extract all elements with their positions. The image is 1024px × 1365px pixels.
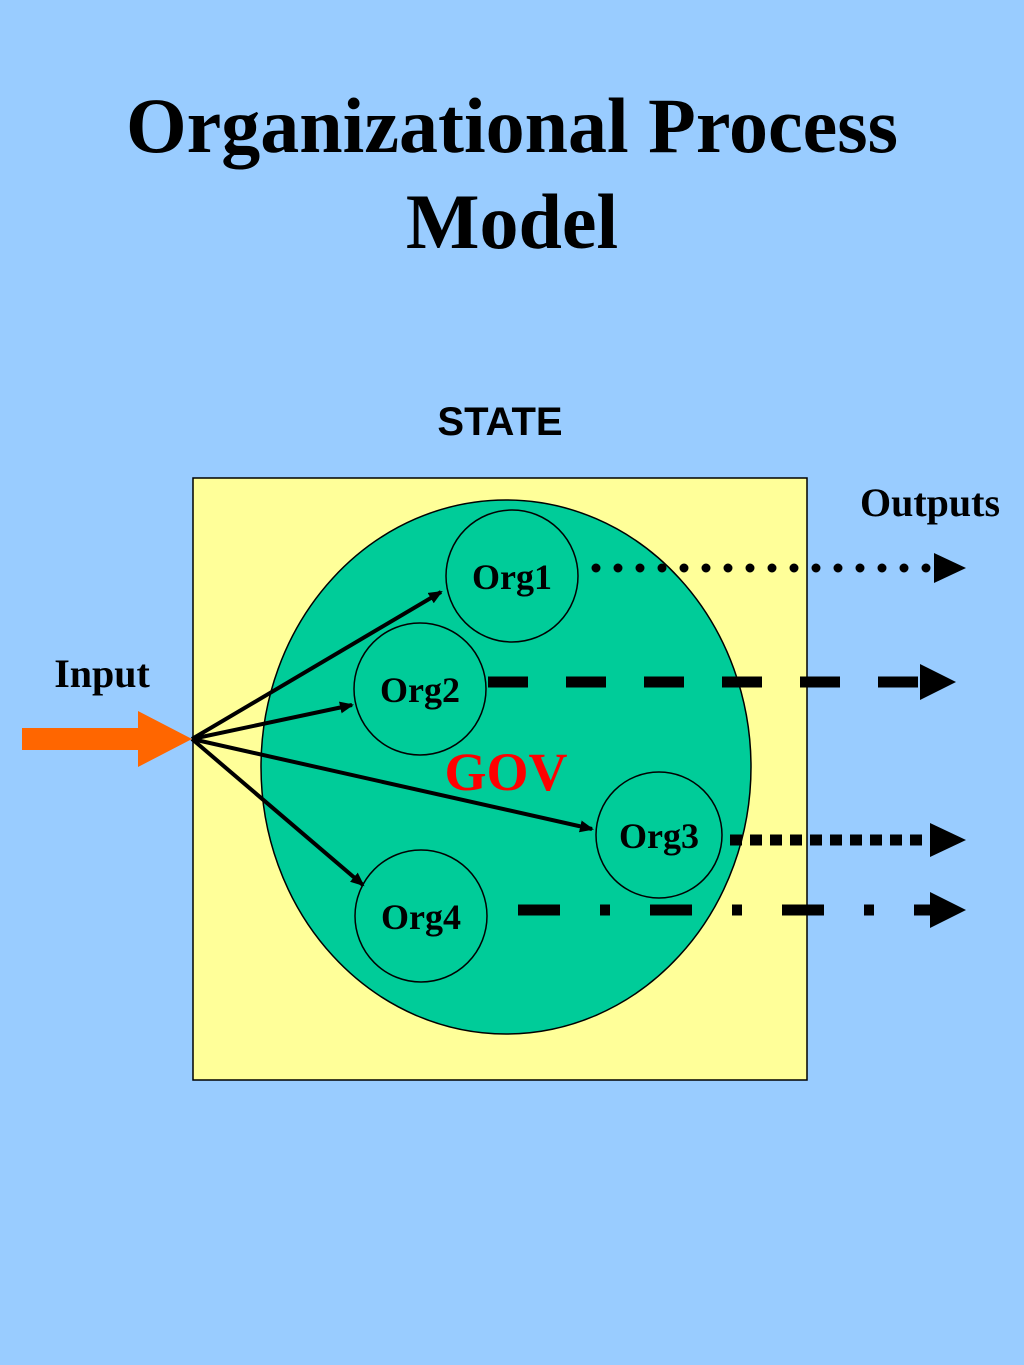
org4-output-arrowhead: [930, 892, 966, 928]
input-arrow: [22, 711, 192, 767]
org3-label: Org3: [619, 816, 699, 856]
input-to-org3-arrow: [191, 737, 594, 833]
org1-circle: [445, 509, 579, 643]
org-node: Org1: [445, 509, 579, 643]
org2-label: Org2: [380, 670, 460, 710]
input-label: Input: [54, 651, 150, 696]
slide-title: Organizational Process Model: [0, 78, 1024, 270]
org-node: Org2: [353, 622, 487, 756]
org3-circle: [595, 771, 723, 899]
state-label: STATE: [437, 400, 562, 444]
org4-circle: [354, 849, 488, 983]
org3-output-arrowhead: [930, 823, 966, 857]
gov-label: GOV: [444, 742, 567, 802]
org2-circle: [353, 622, 487, 756]
org-node: Org4: [354, 849, 488, 983]
input-to-org1-arrow: [190, 590, 443, 741]
slide-title-line-2: Model: [405, 178, 619, 265]
slide-title-line-1: Organizational Process: [126, 82, 898, 169]
input-to-org2-arrow: [191, 701, 354, 741]
org-node: Org3: [595, 771, 723, 899]
outputs-label: Outputs: [860, 480, 1000, 525]
org1-output-arrowhead: [934, 553, 966, 583]
org2-output-arrowhead: [920, 664, 956, 700]
input-to-org4-arrow: [190, 737, 365, 887]
org1-label: Org1: [472, 557, 552, 597]
org4-label: Org4: [381, 897, 461, 937]
